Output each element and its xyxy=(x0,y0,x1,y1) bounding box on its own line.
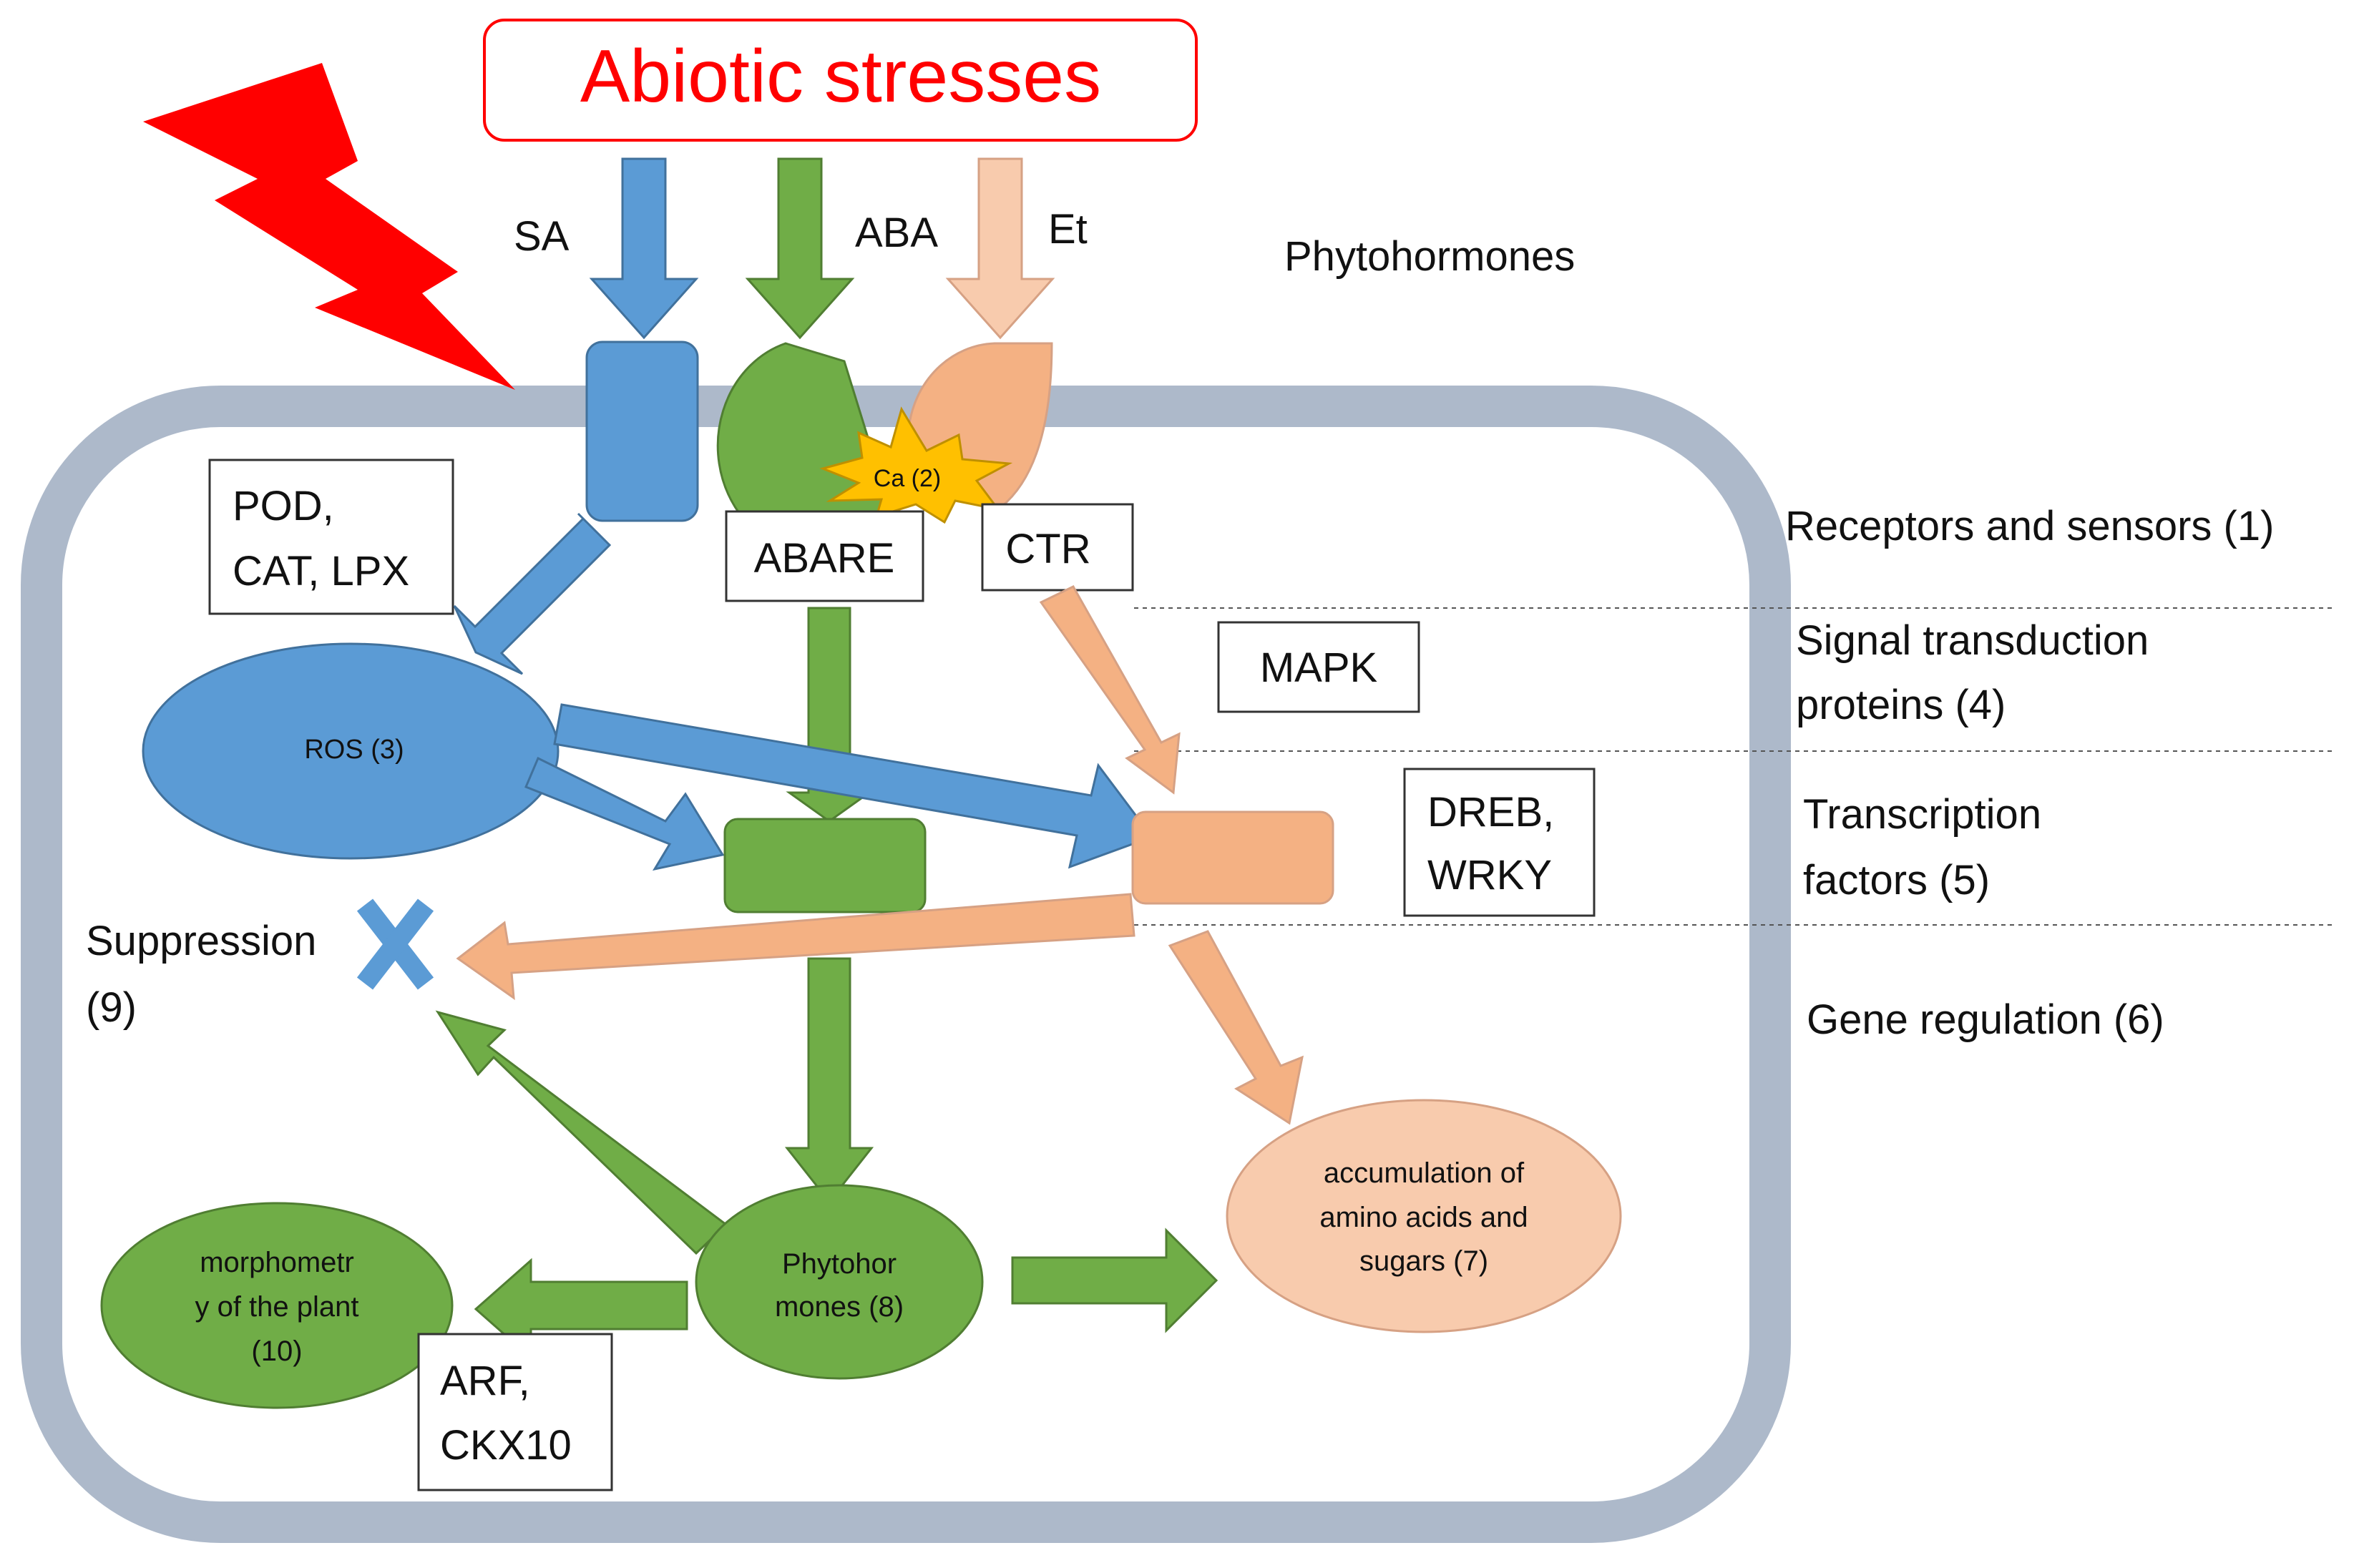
morphometry-node xyxy=(100,1202,454,1409)
pod-box xyxy=(208,459,454,615)
et-arrow xyxy=(945,157,1055,340)
abare-box xyxy=(725,510,924,602)
dreb-box xyxy=(1403,768,1596,917)
phytohormones-to-accumulation-arrow xyxy=(1011,1228,1218,1333)
mapk-box xyxy=(1217,621,1420,713)
sa-arrow xyxy=(589,157,699,340)
et-label: Et xyxy=(1048,206,1088,253)
aba-arrow xyxy=(745,157,855,340)
pod-label-line2: CAT, LPX xyxy=(233,548,409,594)
et-transcription-factor xyxy=(1131,810,1334,905)
level-signal-line2: proteins (4) xyxy=(1796,682,2006,728)
ros-node xyxy=(142,642,560,860)
tf-to-accumulation-arrow xyxy=(1168,930,1304,1125)
title-box xyxy=(483,19,1198,142)
level-tf-line2: factors (5) xyxy=(1803,857,1990,903)
sa-receptor xyxy=(585,340,699,522)
phytohormones-label-line1: Phytohor xyxy=(782,1248,897,1280)
phytohormones-node xyxy=(695,1184,984,1380)
suppression-x-icon xyxy=(356,898,434,990)
phytohormones-to-suppression-arrow xyxy=(435,1010,728,1255)
morphometry-label-line1: morphometr xyxy=(200,1247,354,1278)
accumulation-label-line2: amino acids and xyxy=(1319,1202,1528,1233)
calcium-burst xyxy=(819,406,1013,524)
sa-label: SA xyxy=(514,213,570,260)
level-gene-regulation: Gene regulation (6) xyxy=(1807,996,2164,1043)
level-signal-line1: Signal transduction xyxy=(1796,617,2149,664)
aba-label: ABA xyxy=(855,210,938,256)
accumulation-label-line3: sugars (7) xyxy=(1359,1245,1488,1277)
accumulation-label-line1: accumulation of xyxy=(1324,1157,1525,1189)
ros-to-tf-peach-arrow xyxy=(553,703,1154,869)
accumulation-node xyxy=(1226,1099,1622,1333)
level-receptors: Receptors and sensors (1) xyxy=(1785,503,2274,549)
arf-label-line2: CKX10 xyxy=(440,1422,572,1469)
sa-to-ros-arrow xyxy=(453,512,612,675)
level-phytohormones: Phytohormones xyxy=(1284,233,1575,280)
dreb-label-line2: WRKY xyxy=(1427,852,1552,898)
dreb-label-line1: DREB, xyxy=(1427,789,1554,836)
title-text: Abiotic stresses xyxy=(580,35,1101,118)
tf-to-suppression-arrow xyxy=(456,893,1135,1001)
ctr-label: CTR xyxy=(1005,526,1090,572)
morphometry-label-line2: y of the plant xyxy=(195,1291,358,1323)
ros-to-tf-green-arrow xyxy=(524,756,725,871)
ros-label: ROS (3) xyxy=(304,735,404,765)
level-tf-line1: Transcription xyxy=(1803,791,2041,838)
phytohormones-label-line2: mones (8) xyxy=(775,1291,904,1323)
calcium-label: Ca (2) xyxy=(874,465,941,492)
aba-transcription-factor xyxy=(723,818,927,913)
tf-to-phytohormones-arrow xyxy=(784,957,874,1204)
lightning-bolt-icon xyxy=(143,63,515,390)
morphometry-label-line3: (10) xyxy=(251,1336,302,1367)
arf-label-line1: ARF, xyxy=(440,1358,530,1404)
ctr-to-tf-arrow xyxy=(1039,585,1181,795)
suppression-label-line2: (9) xyxy=(86,984,137,1031)
mapk-label: MAPK xyxy=(1260,645,1378,691)
arf-box xyxy=(417,1333,613,1491)
suppression-label-line1: Suppression xyxy=(86,918,316,964)
cell-membrane xyxy=(21,386,1791,1543)
pod-label-line1: POD, xyxy=(233,483,334,529)
abare-label: ABARE xyxy=(754,535,895,582)
ctr-box xyxy=(981,503,1134,592)
